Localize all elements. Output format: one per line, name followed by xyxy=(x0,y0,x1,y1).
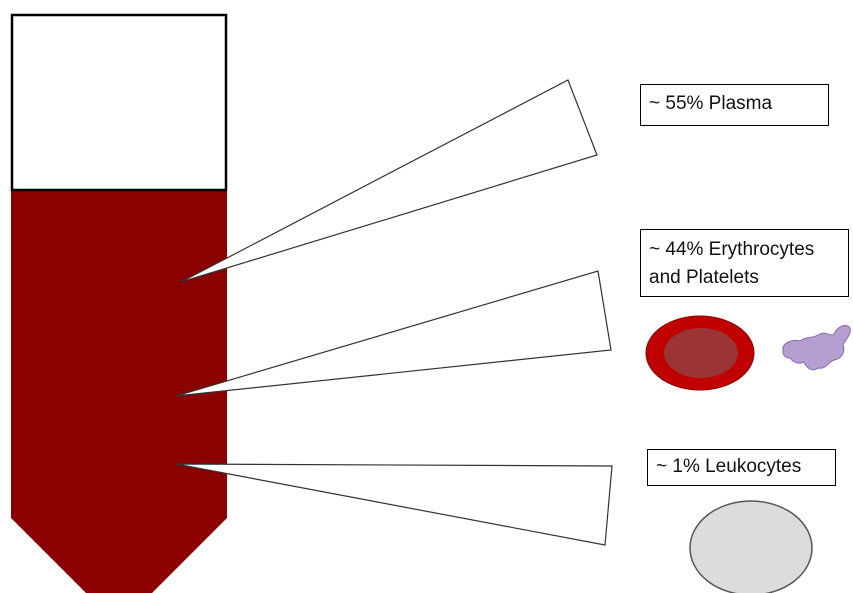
leukocytes-label: ~ 1% Leukocytes xyxy=(647,449,836,486)
test-tube-icon xyxy=(10,13,228,593)
leukocytes-label-text: ~ 1% Leukocytes xyxy=(656,456,802,477)
erythrocyte-icon xyxy=(645,315,755,391)
plasma-label-text: ~ 55% Plasma xyxy=(649,93,773,114)
blood-fill xyxy=(11,190,227,593)
leukocytes-callout-wedge xyxy=(175,463,613,546)
plasma-callout-wedge xyxy=(180,79,598,283)
leukocyte-icon xyxy=(689,500,813,593)
erythrocytes-label-line2: and Platelets xyxy=(649,267,759,288)
plasma-layer xyxy=(10,13,228,192)
erythrocytes-label-line1: ~ 44% Erythrocytes xyxy=(649,239,815,260)
erythrocytes-platelets-label: ~ 44% Erythrocytes and Platelets xyxy=(640,229,849,297)
platelet-icon xyxy=(782,325,851,371)
erythrocytes-callout-wedge xyxy=(175,270,612,397)
plasma-label: ~ 55% Plasma xyxy=(640,84,829,126)
